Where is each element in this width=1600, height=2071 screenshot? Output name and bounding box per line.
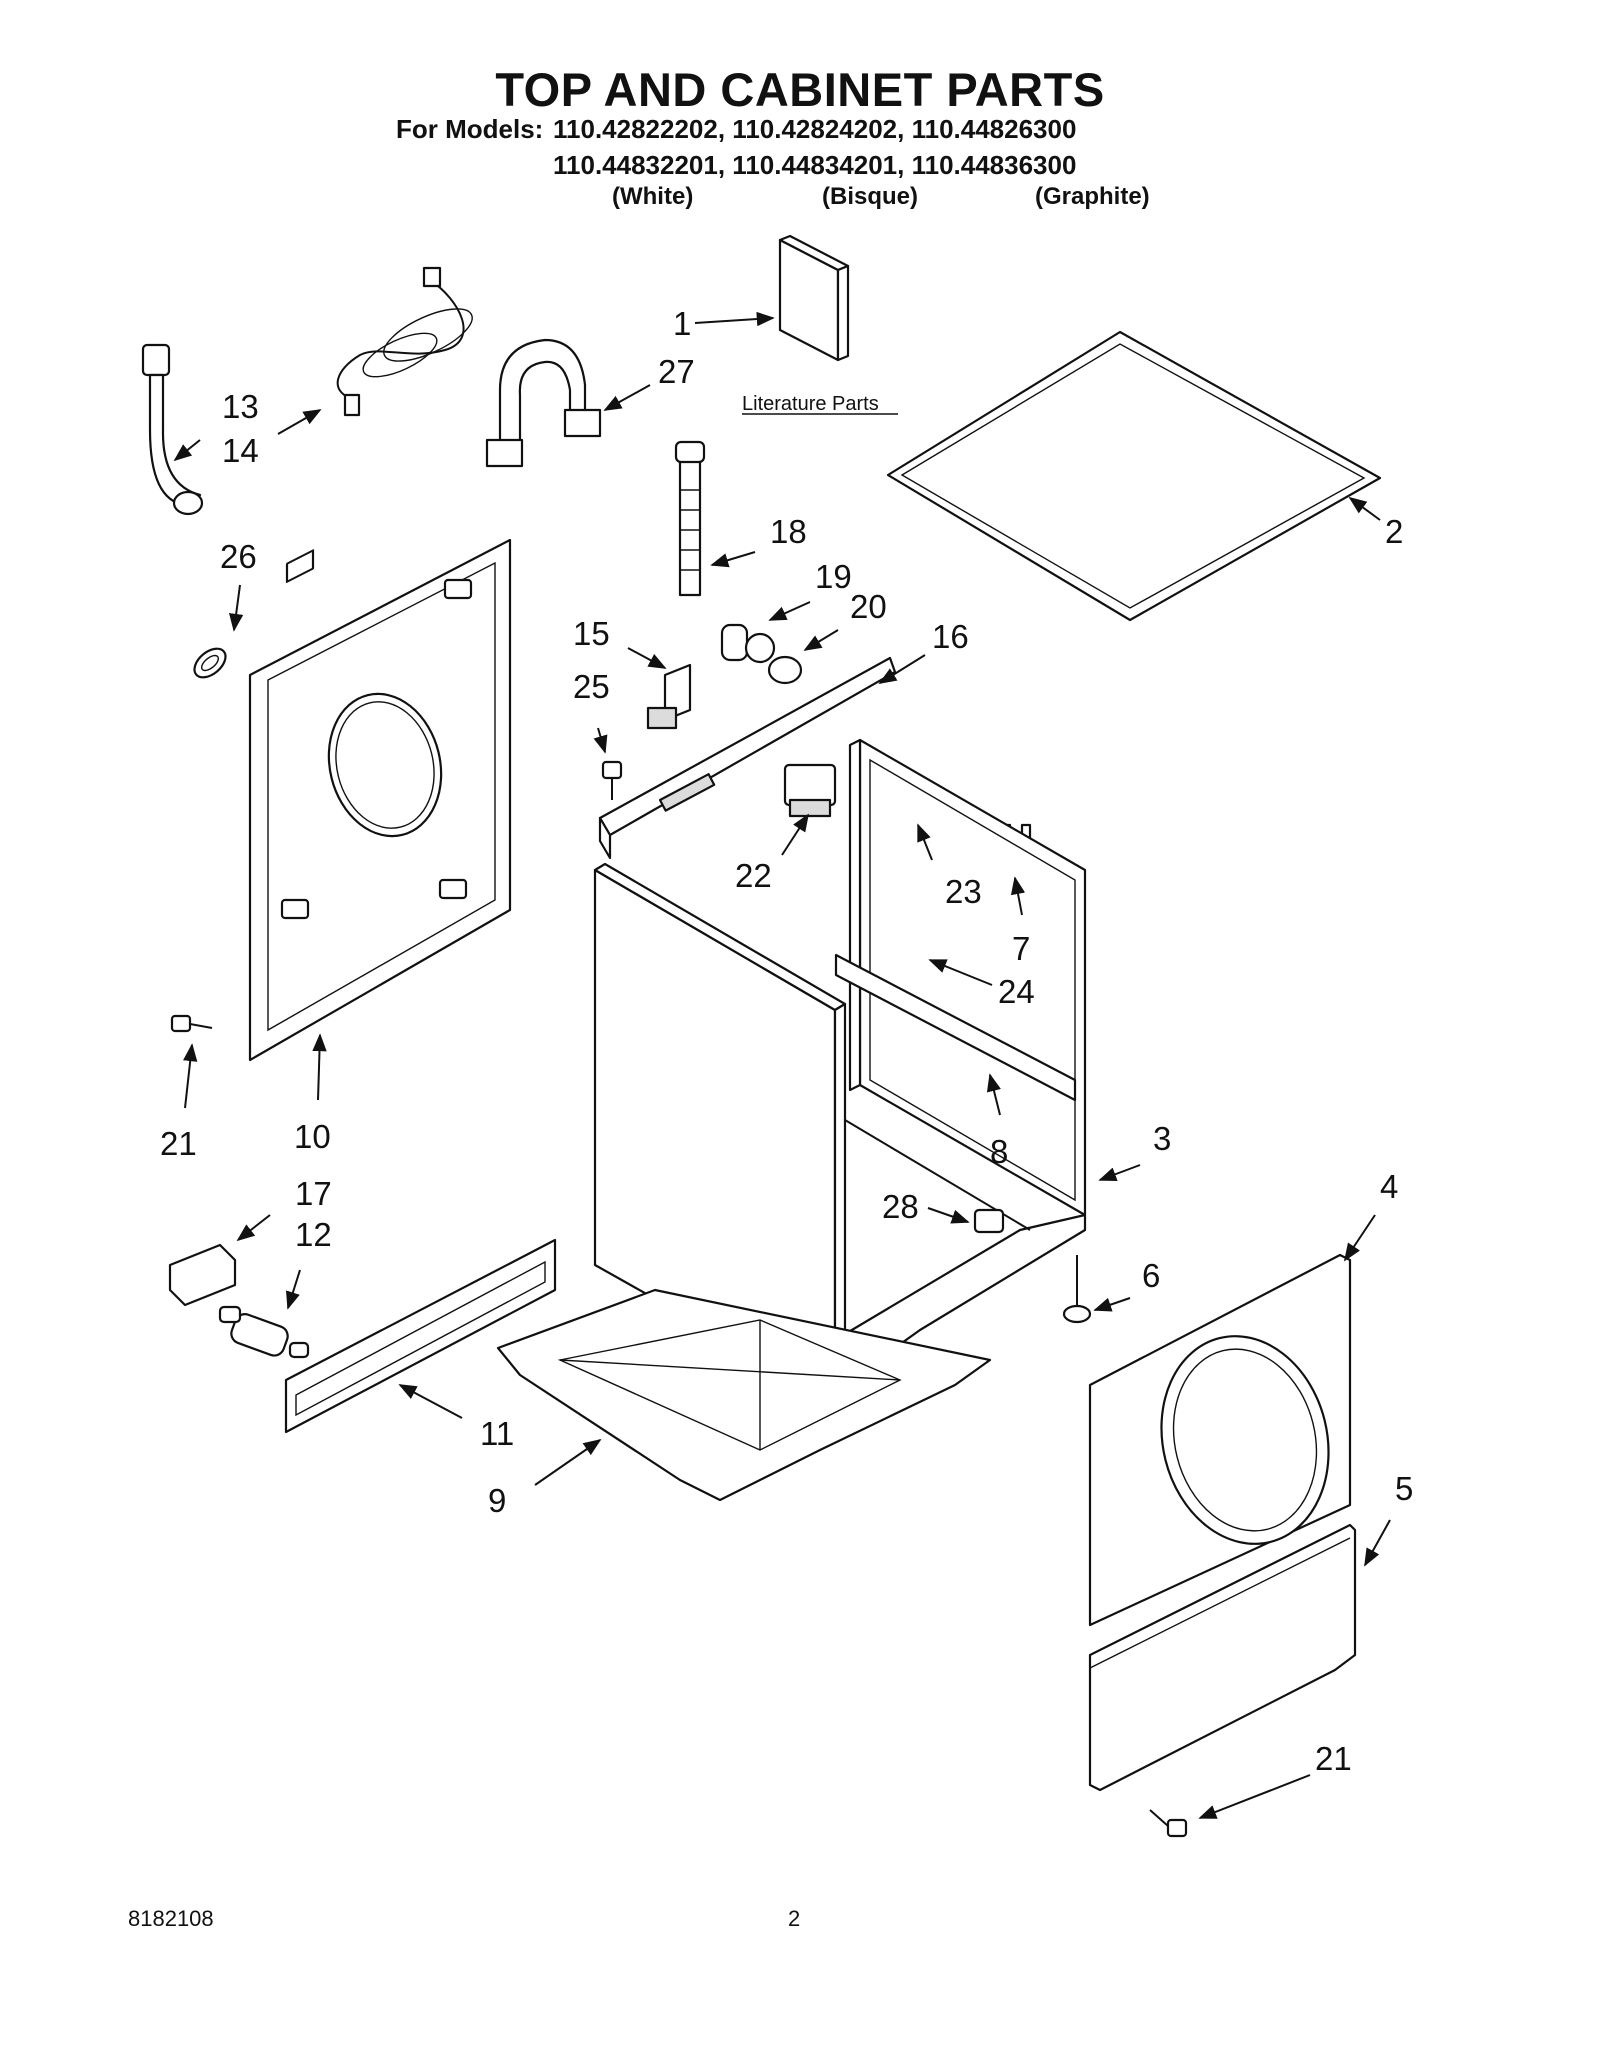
part-base-sheet	[496, 1288, 992, 1502]
callout-17: 17	[295, 1175, 332, 1212]
callout-5: 5	[1395, 1470, 1413, 1507]
for-models-label: For Models:	[396, 114, 544, 144]
part-cross-brace	[834, 953, 1077, 1102]
part-clip	[973, 1208, 1005, 1234]
callout-3: 3	[1153, 1120, 1171, 1157]
callout-2: 2	[1385, 513, 1403, 550]
callout-18: 18	[770, 513, 807, 550]
callout-24: 24	[998, 973, 1035, 1010]
part-screw-21-left	[170, 1014, 213, 1033]
callout-12: 12	[295, 1216, 332, 1253]
models-row-2: 110.44832201, 110.44834201, 110.44836300	[553, 150, 1077, 180]
callout-25: 25	[573, 668, 610, 705]
callout-8: 8	[990, 1133, 1008, 1170]
color-bisque: (Bisque)	[822, 183, 918, 210]
callout-23: 23	[945, 873, 982, 910]
part-pin-12	[218, 1305, 310, 1359]
part-inlet-hose	[141, 343, 204, 516]
part-power-cord	[336, 266, 473, 417]
part-top-gasket	[886, 330, 1382, 622]
document-number: 8182108	[128, 1906, 214, 1931]
literature-parts-label: Literature Parts	[742, 393, 879, 415]
callout-13: 13	[222, 388, 259, 425]
callout-arrows	[173, 311, 1391, 1819]
callout-10: 10	[294, 1118, 331, 1155]
callout-16: 16	[932, 618, 969, 655]
models-row-1: 110.42822202, 110.42824202, 110.44826300	[553, 114, 1077, 144]
part-lower-panel	[1088, 1523, 1357, 1792]
callout-15: 15	[573, 615, 610, 652]
part-hose-guide	[485, 338, 602, 468]
callout-9: 9	[488, 1482, 506, 1519]
callout-27: 27	[658, 353, 695, 390]
page-number: 2	[788, 1906, 801, 1931]
color-white: (White)	[612, 183, 694, 210]
callout-26: 26	[220, 538, 257, 575]
callout-28: 28	[882, 1188, 919, 1225]
callout-11: 11	[480, 1415, 514, 1452]
callout-22: 22	[735, 857, 772, 894]
callout-6: 6	[1142, 1257, 1160, 1294]
callout-19: 19	[815, 558, 852, 595]
callout-1: 1	[673, 305, 691, 342]
callout-20: 20	[850, 588, 887, 625]
part-switch	[783, 763, 837, 818]
part-rear-panel	[248, 538, 512, 1062]
part-leveling-foot	[1062, 1255, 1092, 1324]
callout-14: 14	[222, 432, 259, 469]
part-hose-clamp	[767, 655, 803, 685]
part-plug	[193, 647, 227, 679]
part-hinge-clip	[168, 1243, 237, 1307]
part-toe-rail	[284, 1238, 557, 1434]
page-title: TOP AND CABINET PARTS	[495, 63, 1105, 116]
callout-7: 7	[1012, 930, 1030, 967]
part-screw-25	[601, 760, 623, 800]
part-bracket	[646, 663, 692, 730]
part-hose-elbow	[720, 623, 776, 664]
callout-21-right: 21	[1315, 1740, 1352, 1777]
part-literature-book	[778, 234, 850, 362]
part-cabinet	[593, 738, 1087, 1402]
part-front-panel	[1088, 1253, 1352, 1627]
color-graphite: (Graphite)	[1035, 183, 1150, 210]
callout-4: 4	[1380, 1168, 1398, 1205]
part-drain-hose	[674, 440, 706, 597]
callout-21-left: 21	[160, 1125, 197, 1162]
part-screw-21-right	[1149, 1809, 1188, 1838]
